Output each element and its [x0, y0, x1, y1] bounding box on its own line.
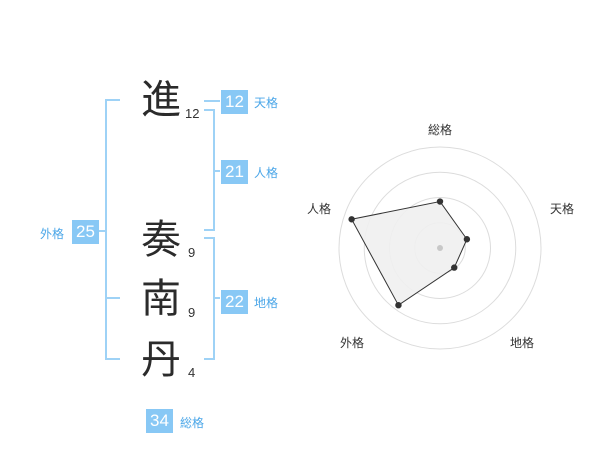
- chikaku-label: 地格: [254, 296, 279, 310]
- radar-center-dot: [437, 245, 443, 251]
- soukaku-label: 総格: [180, 416, 205, 430]
- radar-axis-label-jinkaku: 人格: [307, 202, 332, 216]
- stroke-count-1: 12: [185, 106, 200, 121]
- radar-axis-label-tenkaku: 天格: [550, 202, 575, 216]
- jinkaku-label: 人格: [254, 166, 279, 180]
- radar-axis-label-gaikaku: 外格: [340, 336, 365, 350]
- name-char-2: 奏: [141, 217, 181, 263]
- radar-point-2: [451, 264, 458, 271]
- radar-grid-ring: [338, 146, 542, 350]
- name-char-3: 南: [141, 276, 181, 322]
- radar-point-0: [436, 198, 444, 205]
- gaikaku-bracket: [105, 99, 120, 360]
- radar-axis-label-soukaku: 総格: [428, 123, 453, 137]
- stroke-count-2: 9: [188, 245, 196, 260]
- radar-point-3: [395, 301, 402, 309]
- radar-series-polygon: [350, 200, 468, 306]
- tenkaku-value: 12: [221, 90, 248, 114]
- radar-axis-label-chikaku: 地格: [510, 336, 535, 350]
- stroke-count-3: 9: [188, 305, 196, 320]
- gaikaku-label: 外格: [40, 227, 65, 241]
- jinkaku-value: 21: [221, 160, 248, 184]
- radar-point-4: [348, 216, 355, 223]
- stroke-count-4: 4: [188, 365, 196, 380]
- radar-grid-ring: [363, 171, 517, 325]
- tenkaku-label: 天格: [254, 96, 279, 110]
- name-char-4: 丹: [141, 337, 181, 383]
- name-char-1: 進: [141, 77, 181, 123]
- soukaku-value: 34: [146, 409, 173, 433]
- chikaku-value: 22: [221, 290, 248, 314]
- radar-point-1: [463, 236, 471, 243]
- gaikaku-value: 25: [72, 220, 99, 244]
